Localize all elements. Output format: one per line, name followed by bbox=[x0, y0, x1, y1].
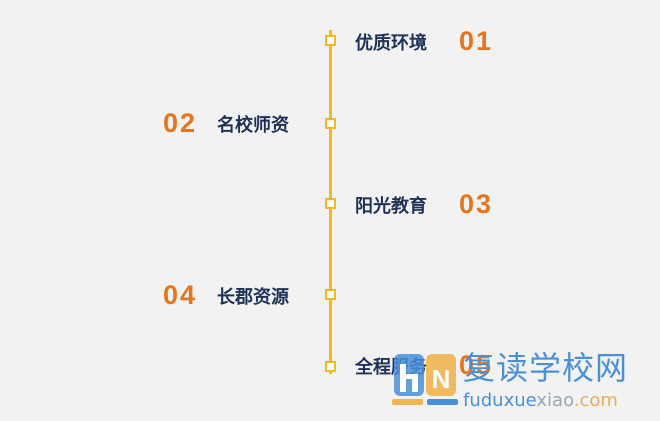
watermark-url: fuduxuexiao.com bbox=[463, 392, 618, 410]
timeline-number-01: 01 bbox=[459, 26, 494, 56]
svg-text:N: N bbox=[432, 364, 451, 394]
timeline-marker-04 bbox=[325, 289, 336, 300]
timeline-number-04: 04 bbox=[163, 280, 198, 310]
watermark-logo-icon: N bbox=[392, 352, 458, 408]
timeline-number-05: 05 bbox=[459, 350, 494, 380]
timeline-label-02: 名校师资 bbox=[217, 115, 289, 136]
timeline-label-01: 优质环境 bbox=[355, 33, 427, 54]
timeline-label-04: 长郡资源 bbox=[217, 287, 289, 308]
watermark-url-part2: xiao bbox=[536, 390, 574, 411]
timeline-marker-03 bbox=[325, 198, 336, 209]
watermark-url-part1: fuduxue bbox=[463, 390, 537, 411]
timeline-number-03: 03 bbox=[459, 189, 494, 219]
timeline-label-03: 阳光教育 bbox=[355, 196, 427, 217]
timeline-marker-01 bbox=[325, 35, 336, 46]
watermark-title: 复读学校网 bbox=[463, 349, 629, 387]
watermark-url-part3: .com bbox=[573, 390, 618, 411]
timeline-number-02: 02 bbox=[163, 108, 198, 138]
timeline-marker-05 bbox=[325, 361, 336, 372]
timeline-marker-02 bbox=[325, 118, 336, 129]
